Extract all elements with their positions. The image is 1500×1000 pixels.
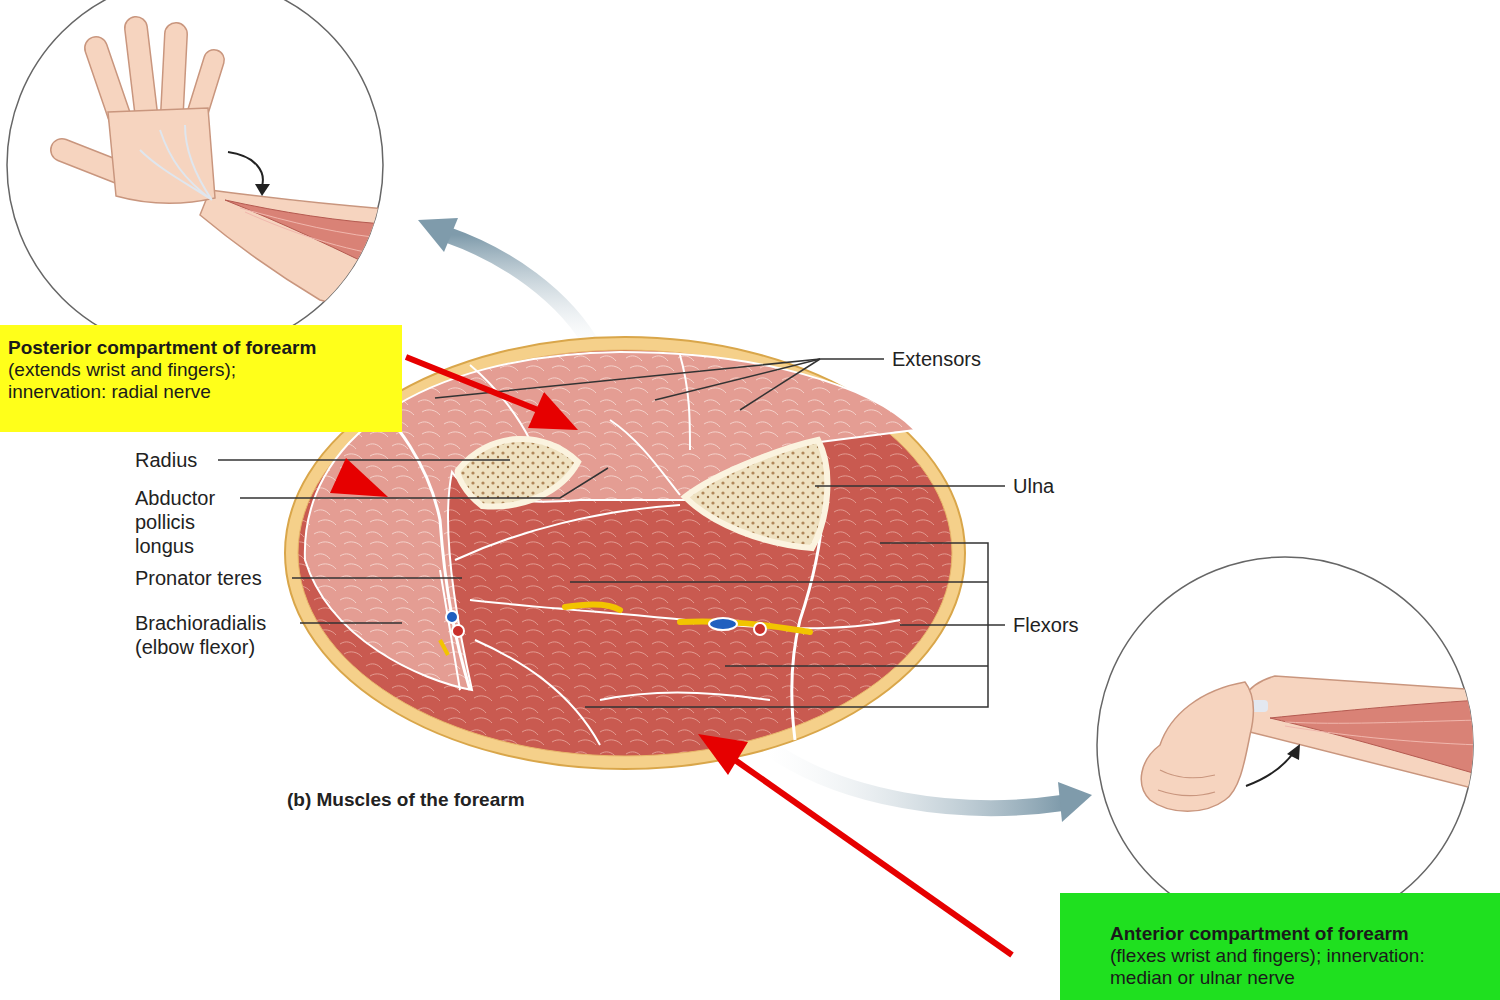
compartment-box: Posterior compartment of forearm(extends… [0,325,402,432]
arrow-head [418,218,458,252]
part-label: Extensors [892,347,981,371]
part-label: Pronator teres [135,566,262,590]
part-label: Flexors [1013,613,1079,637]
box-heading: Posterior compartment of forearm [8,337,394,359]
flexion-inset [1097,557,1480,933]
part-label: Radius [135,448,197,472]
red-pointer-arrows [330,357,1012,955]
arrow-head [1058,782,1092,822]
box-heading: Anterior compartment of forearm [1110,923,1492,945]
box-body: (extends wrist and fingers); innervation… [8,359,308,403]
extension-inset [7,0,400,353]
part-label: Ulna [1013,474,1054,498]
curved-arrow [448,235,595,350]
part-label: Abductor pollicis longus [135,486,235,558]
curved-arrow [765,745,1062,808]
part-label: Brachioradialis (elbow flexor) [135,611,295,659]
compartment-box: Anterior compartment of forearm(flexes w… [1060,893,1500,1000]
figure-caption: (b) Muscles of the forearm [287,788,525,812]
box-body: (flexes wrist and fingers); innervation:… [1110,945,1455,989]
